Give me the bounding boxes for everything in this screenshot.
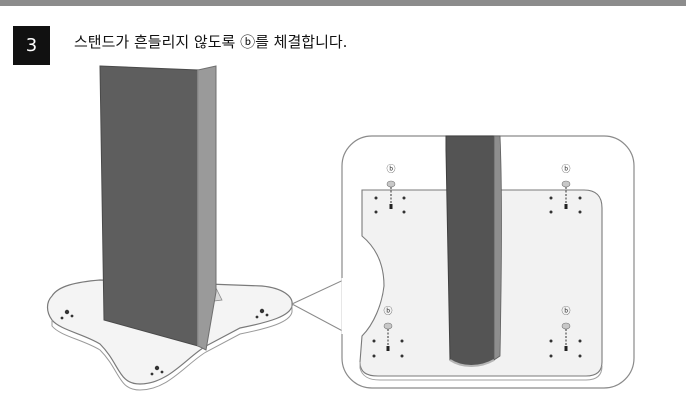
callout-label: ⓑ <box>561 306 570 317</box>
step-instruction: 스탠드가 흔들리지 않도록 ⓑ를 체결합니다. <box>74 33 348 51</box>
detail-column-side <box>493 135 502 361</box>
callout-label: ⓑ <box>386 164 395 175</box>
step-number-badge: 3 <box>13 26 50 65</box>
step-number: 3 <box>25 35 38 56</box>
screw-icon <box>561 322 571 351</box>
screw-group-top-right: ⓑ <box>549 164 582 214</box>
screw-group-bottom-left: ⓑ <box>372 306 404 358</box>
callout-label: ⓑ <box>383 306 392 317</box>
callout-label: ⓑ <box>561 164 570 175</box>
screw-icon <box>386 180 396 209</box>
screw-group-bottom-right: ⓑ <box>549 306 582 358</box>
stand-column-front <box>99 65 199 347</box>
screw-hole-icon <box>549 339 582 358</box>
top-rule <box>0 0 686 6</box>
screw-hole-icon <box>549 196 582 214</box>
stand-column-side <box>197 65 217 351</box>
stand-full-view <box>46 65 293 391</box>
screw-hole-icon <box>374 196 406 214</box>
screw-icon <box>561 180 571 209</box>
zoom-callout-box: ⓑ ⓑ ⓑ <box>341 135 635 389</box>
screw-icon <box>383 322 393 351</box>
screw-hole-icon <box>372 339 404 358</box>
screw-group-top-left: ⓑ <box>374 164 406 214</box>
detail-column-front <box>445 135 495 367</box>
